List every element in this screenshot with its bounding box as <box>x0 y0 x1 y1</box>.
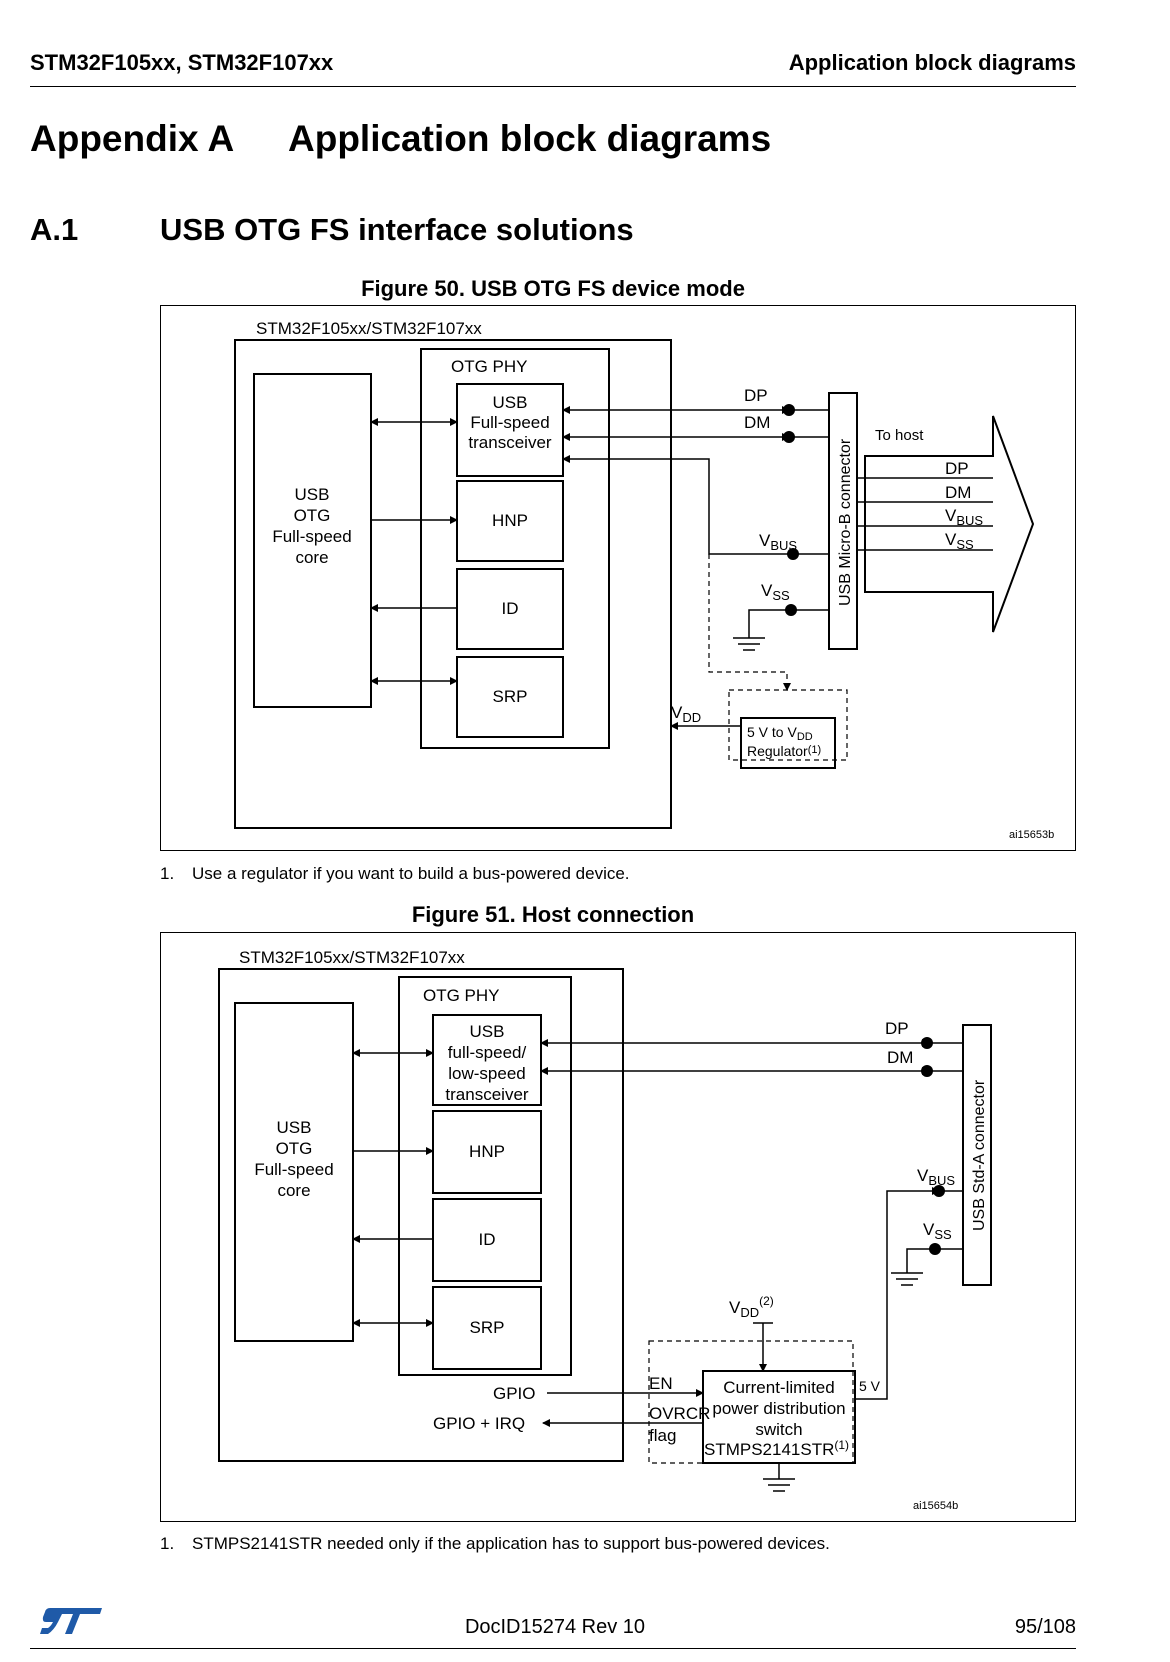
ground-lead <box>906 1248 933 1273</box>
figure-50-diagram: STM32F105xx/STM32F107xx OTG PHY USB OTG … <box>160 305 1076 851</box>
connector-label: USB Micro-B connector <box>837 438 854 606</box>
core-label-line-4: core <box>277 1181 310 1200</box>
gpio-label: GPIO <box>493 1384 536 1403</box>
figure-50-ref: ai15653b <box>1009 829 1054 841</box>
vbus-sense-line <box>562 455 829 555</box>
dm-label: DM <box>887 1048 913 1067</box>
ground-lead <box>748 609 787 638</box>
core-label-line-2: OTG <box>294 506 331 525</box>
switch-label-line-1: Current-limited <box>723 1378 834 1397</box>
regulator-label-line-1: 5 V to VDD <box>747 724 813 743</box>
mcu-block <box>234 339 672 829</box>
core-label-line-3: Full-speed <box>254 1160 333 1179</box>
core-label-line-1: USB <box>295 485 330 504</box>
header-rule <box>30 86 1076 87</box>
mcu-label: STM32F105xx/STM32F107xx <box>239 948 465 967</box>
flag-label: flag <box>649 1426 676 1445</box>
note-text: STMPS2141STR needed only if the applicat… <box>192 1534 830 1553</box>
note-number: 1. <box>160 1534 175 1553</box>
transceiver-label-line-3: transceiver <box>468 433 551 452</box>
footer-page-number: 95/108 <box>1014 1616 1076 1638</box>
figure-51-diagram: STM32F105xx/STM32F107xx OTG PHY USB OTG … <box>160 932 1076 1522</box>
connector-block <box>828 392 858 650</box>
id-block <box>432 1198 542 1282</box>
figure-51-caption: Figure 51. Host connection <box>411 902 695 927</box>
header-chapter-title: Application block diagrams <box>788 50 1076 75</box>
id-block <box>456 568 564 650</box>
srp-label: SRP <box>493 687 528 706</box>
dm-label: DM <box>744 413 770 432</box>
section-number: A.1 <box>30 212 79 247</box>
hnp-label: HNP <box>492 511 528 530</box>
ovrcr-label: OVRCR <box>649 1404 710 1423</box>
switch-5v-line <box>855 1187 940 1400</box>
core-block <box>234 1002 354 1342</box>
st-logo <box>40 1604 104 1643</box>
arrow-dm-label: DM <box>945 483 971 502</box>
switch-label-line-2: power distribution <box>712 1399 845 1418</box>
transceiver-label-line-3: low-speed <box>448 1064 526 1083</box>
vdd-label: VDD <box>671 703 701 725</box>
otg-phy-block <box>420 348 610 749</box>
srp-block <box>456 656 564 738</box>
dp-label: DP <box>744 386 768 405</box>
id-label: ID <box>502 599 519 618</box>
switch-label-line-4: STMPS2141STR(1) <box>704 1438 849 1459</box>
regulator-block <box>740 717 836 769</box>
figure-51-note: 1. STMPS2141STR needed only if the applic… <box>160 1534 830 1554</box>
vbus-label: VBUS <box>917 1166 955 1188</box>
appendix-label: Appendix A <box>30 118 235 159</box>
otg-phy-label: OTG PHY <box>451 357 528 376</box>
transceiver-label-line-1: USB <box>470 1022 505 1041</box>
mcu-label: STM32F105xx/STM32F107xx <box>256 319 482 338</box>
connector-block <box>962 1024 992 1286</box>
section-title: USB OTG FS interface solutions <box>160 212 634 247</box>
connector-label: USB Std-A connector <box>971 1079 988 1231</box>
core-block <box>253 373 372 708</box>
transceiver-label-line-4: transceiver <box>445 1085 528 1104</box>
vss-label: VSS <box>923 1220 952 1242</box>
core-label-line-1: USB <box>277 1118 312 1137</box>
header-doc-title: STM32F105xx, STM32F107xx <box>30 50 334 75</box>
otg-phy-label: OTG PHY <box>423 986 500 1005</box>
vbus-label: VBUS <box>759 531 797 553</box>
figure-51-ref: ai15654b <box>913 1500 958 1512</box>
dp-label: DP <box>885 1019 909 1038</box>
footer-doc-id: DocID15274 Rev 10 <box>464 1616 646 1638</box>
core-label-line-2: OTG <box>276 1139 313 1158</box>
vdd-label: VDD(2) <box>729 1294 774 1320</box>
footer-rule <box>30 1648 1076 1649</box>
otg-phy-block <box>398 976 572 1376</box>
figure-50-caption: Figure 50. USB OTG FS device mode <box>361 276 745 301</box>
transceiver-block <box>456 383 564 477</box>
transceiver-block <box>432 1014 542 1106</box>
core-label-line-3: Full-speed <box>272 527 351 546</box>
arrow-dp-label: DP <box>945 459 969 478</box>
vss-label: VSS <box>761 581 790 603</box>
to-host-arrow <box>864 415 1035 633</box>
transceiver-label-line-2: full-speed/ <box>448 1043 527 1062</box>
gpio-irq-label: GPIO + IRQ <box>433 1414 525 1433</box>
srp-block <box>432 1286 542 1370</box>
switch-label-line-3: switch <box>755 1420 802 1439</box>
arrow-vbus-label: VBUS <box>945 506 983 528</box>
transceiver-label-line-2: Full-speed <box>470 413 549 432</box>
regulator-label-line-2: Regulator(1) <box>747 743 821 759</box>
note-number: 1. <box>160 864 175 883</box>
to-host-label: To host <box>875 427 924 444</box>
power-switch-optional-box <box>648 1340 854 1464</box>
srp-label: SRP <box>470 1318 505 1337</box>
figure-50-note: 1. Use a regulator if you want to build a… <box>160 864 630 884</box>
five-v-label: 5 V <box>859 1378 881 1394</box>
transceiver-label-line-1: USB <box>493 393 528 412</box>
en-label: EN <box>649 1374 673 1393</box>
id-label: ID <box>479 1230 496 1249</box>
hnp-label: HNP <box>469 1142 505 1161</box>
core-label-line-4: core <box>295 548 328 567</box>
mcu-block <box>218 968 624 1462</box>
note-text: Use a regulator if you want to build a b… <box>192 864 630 883</box>
vbus-to-regulator-line <box>708 554 791 691</box>
arrow-vss-label: VSS <box>945 530 974 552</box>
appendix-title: Application block diagrams <box>288 118 772 159</box>
